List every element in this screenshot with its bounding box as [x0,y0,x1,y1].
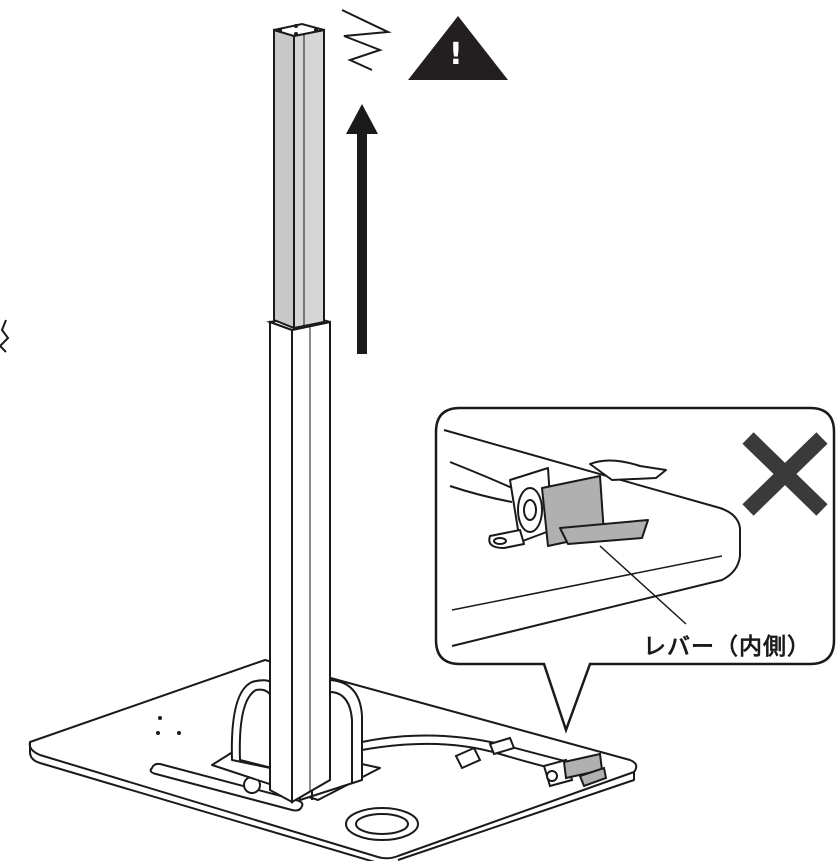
prohibited-cross-icon [742,432,828,516]
up-arrow-icon [346,104,378,354]
impact-zigzag-icon-left [0,319,10,353]
lever-inside-label: レバー（内側） [643,634,811,660]
warning-exclamation: ! [449,37,463,72]
callout-detail [443,429,741,647]
outer-pole [266,314,331,804]
warning-triangle-icon [408,16,508,80]
inner-pole [273,22,325,330]
impact-zigzag-icon [341,9,392,71]
lever-small [542,752,608,788]
